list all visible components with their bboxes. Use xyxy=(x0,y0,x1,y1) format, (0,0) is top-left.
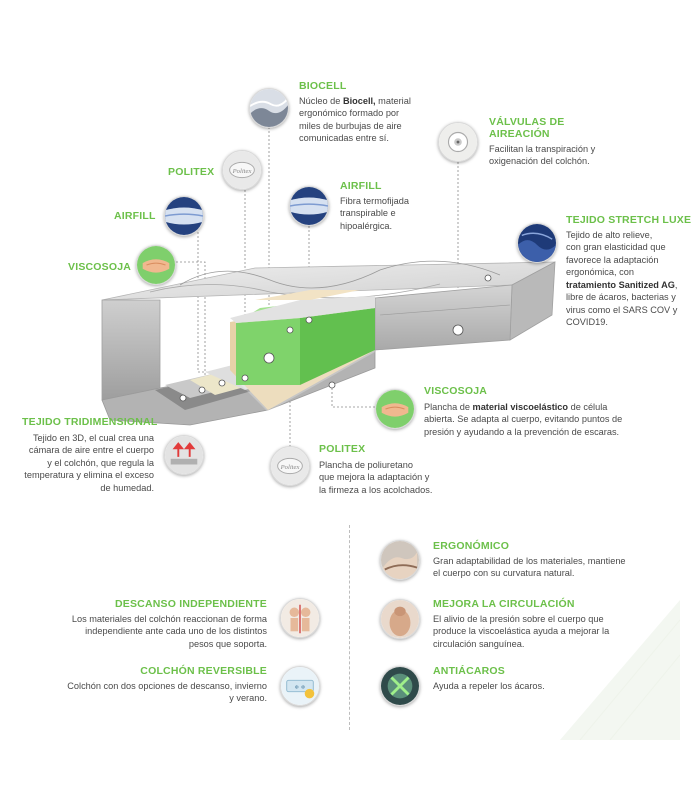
viscosoja-right-title: VISCOSOJA xyxy=(424,385,488,397)
decorative-pattern xyxy=(560,600,680,740)
politex-bottom-title: POLITEX xyxy=(319,443,366,455)
ergonomic-icon xyxy=(380,540,420,580)
antiacaros-desc: Ayuda a repeler los ácaros. xyxy=(433,681,545,691)
reversible-title: COLCHÓN REVERSIBLE xyxy=(140,665,267,677)
tridimensional-desc: Tejido en 3D, el cual crea una cámara de… xyxy=(24,433,154,493)
biocell-icon xyxy=(249,88,289,128)
viscosoja-left-title: VISCOSOJA xyxy=(68,261,132,273)
airfill-left-title: AIRFILL xyxy=(114,210,156,222)
3d-fabric-icon xyxy=(164,435,204,475)
svg-text:❄ ❄: ❄ ❄ xyxy=(294,684,305,691)
stretch-desc: Tejido de alto relieve, con gran elastic… xyxy=(566,230,678,327)
politex-icon: Politex xyxy=(222,150,262,190)
independent-rest-icon xyxy=(280,598,320,638)
airfill-right-title: AIRFILL xyxy=(340,180,382,192)
viscosoja-right-icon xyxy=(375,389,415,429)
descanso-title: DESCANSO INDEPENDIENTE xyxy=(114,598,267,610)
politex-top-title: POLITEX xyxy=(168,166,215,178)
reversible-desc: Colchón con dos opciones de descanso, in… xyxy=(67,681,267,704)
biocell-desc: Núcleo de Biocell, material ergonómico f… xyxy=(299,96,411,144)
viscosoja-right-desc: Plancha de material viscoelástico de cél… xyxy=(424,402,623,437)
svg-text:Politex: Politex xyxy=(280,464,300,471)
biocell-title: BIOCELL xyxy=(299,80,347,92)
viscosoja-icon xyxy=(136,245,176,285)
stretch-title: TEJIDO STRETCH LUXE xyxy=(566,214,692,226)
ergonomico-desc: Gran adaptabilidad de los materiales, ma… xyxy=(433,556,626,579)
antiacaros-title: ANTIÁCAROS xyxy=(433,665,505,677)
section-divider xyxy=(349,525,350,730)
descanso-desc: Los materiales del colchón reaccionan de… xyxy=(71,614,267,649)
valve-icon xyxy=(438,122,478,162)
circulacion-title: MEJORA LA CIRCULACIÓN xyxy=(433,598,575,610)
airfill-icon xyxy=(289,186,329,226)
reversible-icon: ❄ ❄ xyxy=(280,666,320,706)
svg-text:Politex: Politex xyxy=(232,168,252,175)
ergonomico-title: ERGONÓMICO xyxy=(433,540,510,552)
stretch-fabric-icon xyxy=(517,223,557,263)
circulacion-desc: El alivio de la presión sobre el cuerpo … xyxy=(433,614,610,649)
airfill-left-icon xyxy=(164,196,204,236)
circulation-icon xyxy=(380,599,420,639)
anti-mite-icon xyxy=(380,666,420,706)
tridimensional-title: TEJIDO TRIDIMENSIONAL xyxy=(22,416,158,428)
politex-bottom-icon: Politex xyxy=(270,446,310,486)
